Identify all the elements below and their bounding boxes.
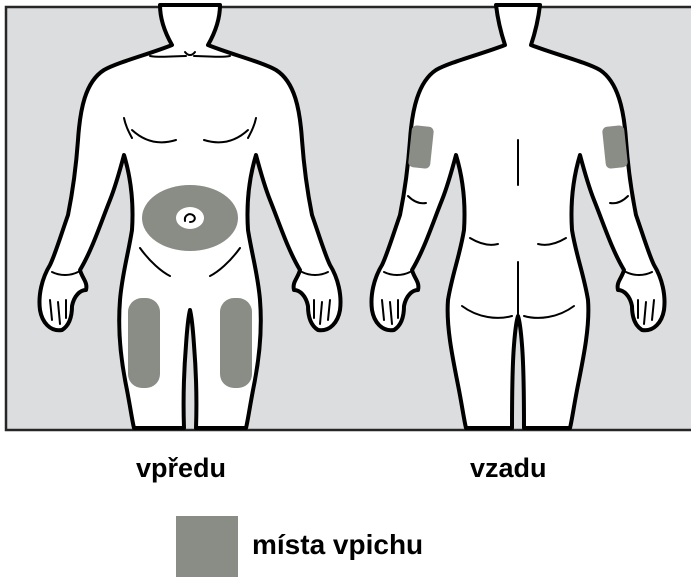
legend-swatch xyxy=(176,516,238,577)
front-right-clavicle xyxy=(194,56,230,57)
navel-clearing xyxy=(176,207,204,229)
injection-site-left-upper-arm xyxy=(408,125,434,169)
front-left-clavicle xyxy=(150,56,186,57)
legend-label: místa vpichu xyxy=(252,530,423,560)
front-view-label: vpředu xyxy=(136,453,226,483)
injection-site-right-upper-arm xyxy=(602,125,628,169)
back-view-label: vzadu xyxy=(470,453,547,483)
injection-site-left-thigh xyxy=(128,298,160,388)
injection-site-right-thigh xyxy=(220,298,252,388)
